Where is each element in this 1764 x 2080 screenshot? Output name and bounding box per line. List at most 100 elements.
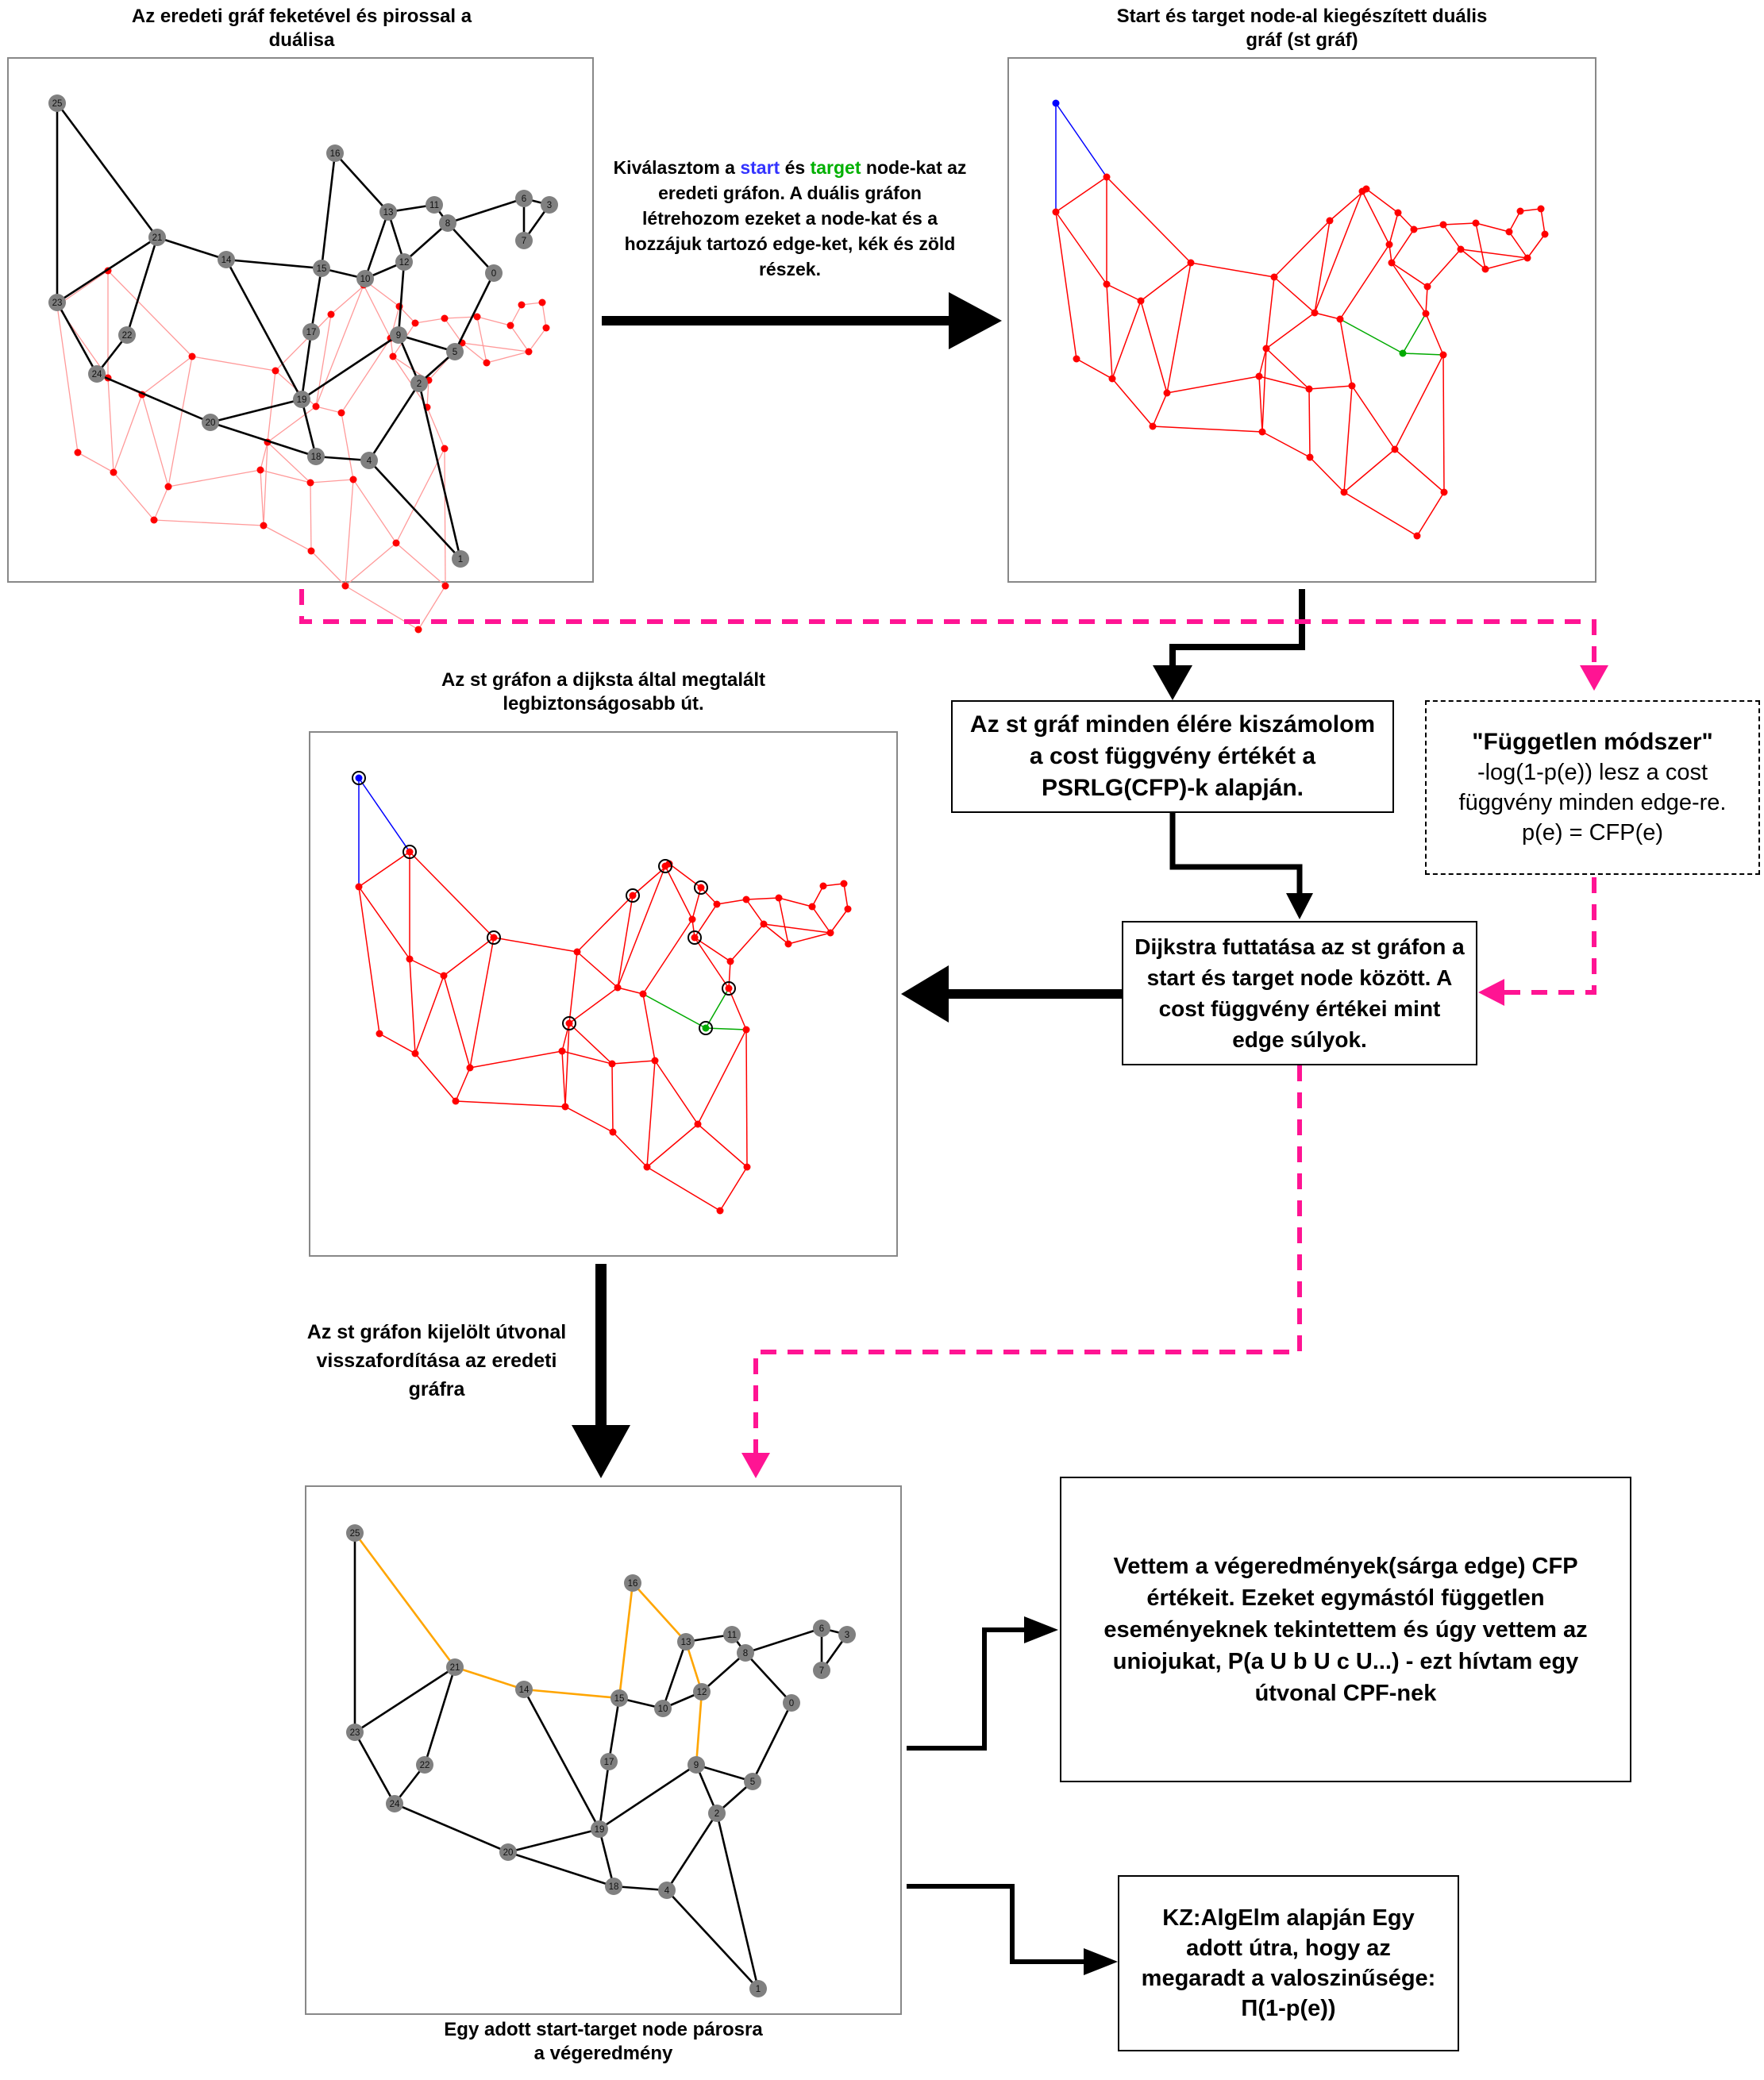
dual-edge (568, 987, 618, 1024)
node-label: 10 (360, 275, 371, 284)
graph-node (677, 1633, 695, 1651)
dual-edge (1365, 188, 1399, 214)
dual-node (697, 884, 705, 892)
dual-edge (728, 961, 731, 989)
dual-node (614, 984, 622, 992)
dual-edge (260, 469, 264, 526)
graph-edge (607, 1697, 621, 1762)
dual-node (808, 903, 816, 911)
dual-edge (1076, 358, 1113, 379)
independent-body: -log(1-p(e)) lesz a cost függvény minden… (1458, 760, 1727, 845)
dual-edge (260, 469, 311, 483)
graph-edge (210, 398, 302, 424)
graph-edge (210, 421, 317, 458)
dual-node (473, 313, 481, 321)
path-edge (695, 1691, 703, 1766)
dual-edge (730, 923, 765, 962)
dual-node (110, 468, 117, 476)
kz-box-text: KZ:AlgElm alapján Egy adott útra, hogy a… (1141, 1905, 1436, 2021)
graph-node (390, 326, 407, 344)
dual-edge (352, 479, 397, 544)
st-dual-graph (1052, 99, 1549, 540)
node-label: 1 (756, 1985, 761, 1994)
graph-edge (447, 197, 525, 225)
dual-node (1311, 309, 1319, 317)
dual-node (760, 920, 768, 928)
dual-node (452, 1097, 460, 1105)
dual-edge (1055, 176, 1107, 213)
node-label: 6 (522, 195, 526, 204)
dashed-arrows (299, 589, 1598, 1472)
dual-edge (363, 284, 391, 339)
cost-box: Az st gráf minden élére kiszámolom a cos… (951, 700, 1394, 813)
graph-edge (310, 268, 323, 333)
graph-node (379, 203, 397, 221)
dual-node (306, 479, 314, 487)
graph-node (515, 232, 533, 249)
graph-edge (745, 1652, 792, 1704)
graph-edge (666, 1889, 759, 1989)
node-label: 8 (445, 219, 450, 229)
dual-node (392, 539, 400, 547)
dual-node (414, 626, 422, 634)
dual-node (1108, 375, 1116, 383)
graph-edge (320, 152, 337, 269)
node-label: 11 (727, 1631, 737, 1640)
dual-edge (399, 306, 416, 324)
dual-edge (1475, 222, 1510, 233)
cfp-box-text: Vettem a végeredmények(sárga edge) CFP é… (1103, 1553, 1588, 1706)
dual-node (609, 1128, 617, 1136)
dual-node (826, 929, 834, 937)
dual-node (629, 892, 637, 899)
caption-result: Egy adott start-target node párosra a vé… (444, 2019, 763, 2064)
dual-edge (1391, 229, 1415, 264)
dual-edge (315, 406, 342, 414)
dual-node (441, 445, 449, 453)
dual-edge (1388, 212, 1399, 245)
dashed-arrow-to-independent (299, 589, 1598, 686)
dual-edge (315, 314, 332, 407)
graph-node (658, 1882, 676, 1899)
dual-node (565, 1019, 573, 1027)
node-label: 8 (743, 1649, 748, 1658)
dual-edge (1402, 313, 1427, 354)
node-label: 20 (503, 1848, 514, 1858)
dual-edge (1258, 348, 1267, 377)
dual-node (1052, 208, 1060, 216)
graph-node (307, 448, 325, 465)
dual-edge (1343, 449, 1396, 493)
graph-node (48, 94, 66, 112)
dual-edge (654, 1060, 699, 1125)
dual-node (188, 352, 196, 360)
dual-edge (275, 314, 332, 372)
dual-node (1399, 349, 1407, 357)
graph-edge (225, 259, 303, 400)
graph-node (313, 260, 330, 277)
node-label: 5 (453, 348, 457, 357)
dual-node (702, 1024, 710, 1032)
dual-edge (414, 1053, 456, 1102)
caption-dijkstra: Az st gráfon a dijksta által megtalált l… (441, 669, 766, 715)
dual-edge (811, 906, 831, 934)
cost-box-text: Az st gráf minden élére kiszámolom a cos… (969, 711, 1376, 801)
dual-edge (455, 1067, 471, 1102)
graph-edge (507, 1851, 614, 1888)
dual-edge (1265, 312, 1315, 349)
dual-edge (617, 987, 644, 995)
dual-node (742, 1026, 750, 1034)
dual-edge (763, 923, 831, 934)
graph-node (386, 1795, 403, 1812)
dual-node (561, 1103, 569, 1111)
dual-edge (1391, 262, 1427, 314)
dual-node (1262, 345, 1270, 352)
dual-node (389, 352, 397, 360)
dual-edge (263, 441, 268, 526)
dijkstra-path-graph (352, 771, 852, 1215)
dual-edge (310, 482, 312, 552)
dual-edge (107, 377, 114, 473)
dual-edge (745, 1029, 748, 1168)
path-node-ring (699, 1021, 713, 1035)
node-label: 22 (420, 1761, 430, 1770)
dual-node (1457, 245, 1465, 253)
graph-edge (507, 1828, 600, 1854)
